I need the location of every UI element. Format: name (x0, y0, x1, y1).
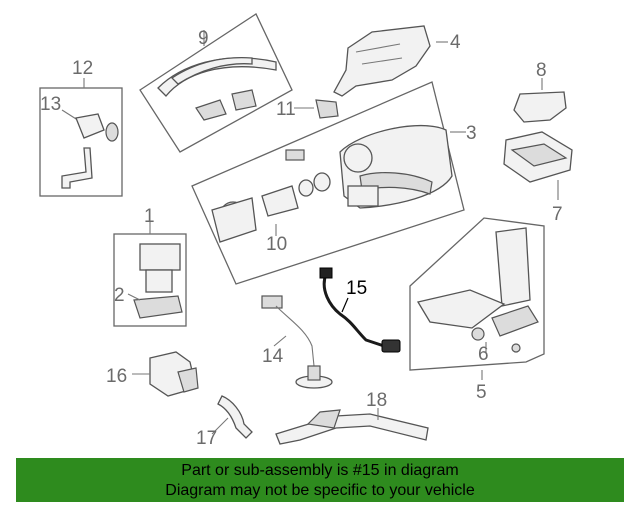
callout-18: 18 (366, 390, 387, 411)
callout-9: 9 (198, 28, 209, 49)
callout-15: 15 (346, 278, 367, 299)
callout-14: 14 (262, 346, 284, 367)
part-3-10-group (191, 81, 466, 285)
part-4 (333, 25, 448, 97)
part-16 (132, 351, 199, 397)
part-7 (503, 131, 573, 200)
callout-16: 16 (106, 366, 127, 387)
part-1-2-group (113, 222, 187, 327)
part-12-13-group (39, 78, 123, 197)
info-banner: Part or sub-assembly is #15 in diagram D… (16, 458, 624, 502)
callout-13: 13 (40, 94, 61, 115)
callout-10: 10 (266, 234, 287, 255)
banner-line-highlight: Part or sub-assembly is #15 in diagram (181, 462, 459, 479)
callout-17: 17 (196, 428, 217, 449)
banner-line-disclaimer: Diagram may not be specific to your vehi… (165, 482, 475, 499)
part-8 (513, 78, 567, 123)
callout-5: 5 (476, 382, 487, 403)
part-15-highlighted (319, 267, 401, 353)
parts-diagram: 1 2 3 4 5 6 7 8 9 10 11 12 13 14 15 16 1… (39, 13, 573, 449)
callout-12: 12 (72, 58, 93, 79)
callout-4: 4 (450, 32, 461, 53)
callout-11: 11 (276, 99, 296, 120)
callout-1: 1 (144, 206, 155, 227)
callout-6: 6 (478, 344, 489, 365)
part-5-6-group (409, 217, 545, 380)
part-17 (211, 395, 253, 439)
part-18 (275, 408, 429, 445)
part-11 (294, 99, 339, 119)
callout-3: 3 (466, 123, 477, 144)
part-9-group (139, 13, 293, 153)
callout-8: 8 (536, 60, 547, 81)
callout-7: 7 (552, 204, 563, 225)
part-14 (261, 295, 333, 389)
callout-2: 2 (114, 285, 125, 306)
